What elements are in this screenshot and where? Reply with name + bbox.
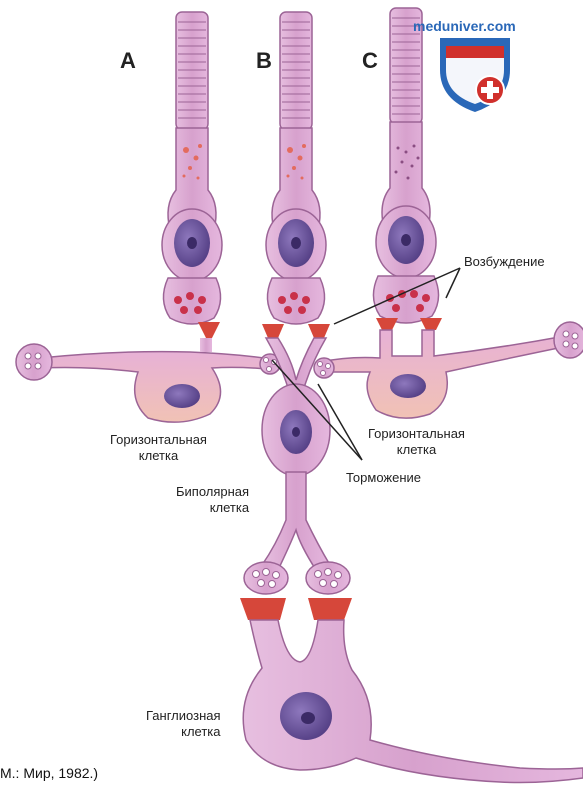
horizontal-left-bulb	[16, 344, 52, 380]
watermark-text: meduniver.com	[413, 18, 516, 34]
photoreceptor-c	[373, 8, 442, 330]
horizontal-right-terminal	[314, 358, 334, 378]
ganglion-cell	[240, 598, 583, 783]
label-bipolar-line2: клетка	[176, 500, 249, 516]
synapse-a	[198, 322, 220, 338]
ganglion-synapse-left	[240, 598, 286, 620]
label-inhibition: Торможение	[346, 470, 421, 486]
terminal-a	[163, 278, 220, 324]
horizontal-right-nucleus	[390, 374, 426, 398]
synapse-c-left	[376, 318, 398, 330]
label-bipolar-line1: Биполярная	[176, 484, 249, 500]
label-b: B	[256, 48, 272, 74]
label-ganglion-line2: клетка	[146, 724, 221, 740]
label-a: A	[120, 48, 136, 74]
horizontal-left-process	[40, 352, 278, 423]
horizontal-cell-right	[314, 322, 583, 418]
ganglion-synapse-right	[308, 598, 352, 620]
bipolar-axon	[262, 472, 330, 570]
bipolar-terminal-right	[306, 562, 350, 594]
label-horizontal-right-line2: клетка	[368, 442, 465, 458]
source-caption: М.: Мир, 1982.)	[0, 765, 98, 781]
label-bipolar: Биполярная клетка	[176, 484, 249, 516]
synapse-c-right	[420, 318, 442, 330]
horizontal-right-process	[320, 330, 568, 418]
label-horizontal-left: Горизонтальная клетка	[110, 432, 207, 464]
label-c: C	[362, 48, 378, 74]
horizontal-left-nucleus	[164, 384, 200, 408]
label-excitation: Возбуждение	[464, 254, 545, 270]
label-horizontal-left-line2: клетка	[110, 448, 207, 464]
horizontal-cell-left	[16, 338, 280, 422]
photoreceptor-b	[262, 12, 330, 338]
photoreceptor-a	[162, 12, 222, 338]
label-horizontal-right: Горизонтальная клетка	[368, 426, 465, 458]
bipolar-cell	[244, 338, 350, 594]
label-horizontal-left-line1: Горизонтальная	[110, 432, 207, 448]
label-horizontal-right-line1: Горизонтальная	[368, 426, 465, 442]
meduniver-logo-icon	[440, 38, 510, 112]
synapse-b-left	[262, 324, 284, 338]
horizontal-right-bulb	[554, 322, 583, 358]
bipolar-terminal-left	[244, 562, 288, 594]
terminal-b	[267, 278, 324, 324]
label-ganglion-line1: Ганглиозная	[146, 708, 221, 724]
synapse-b-right	[308, 324, 330, 338]
label-ganglion: Ганглиозная клетка	[146, 708, 221, 740]
